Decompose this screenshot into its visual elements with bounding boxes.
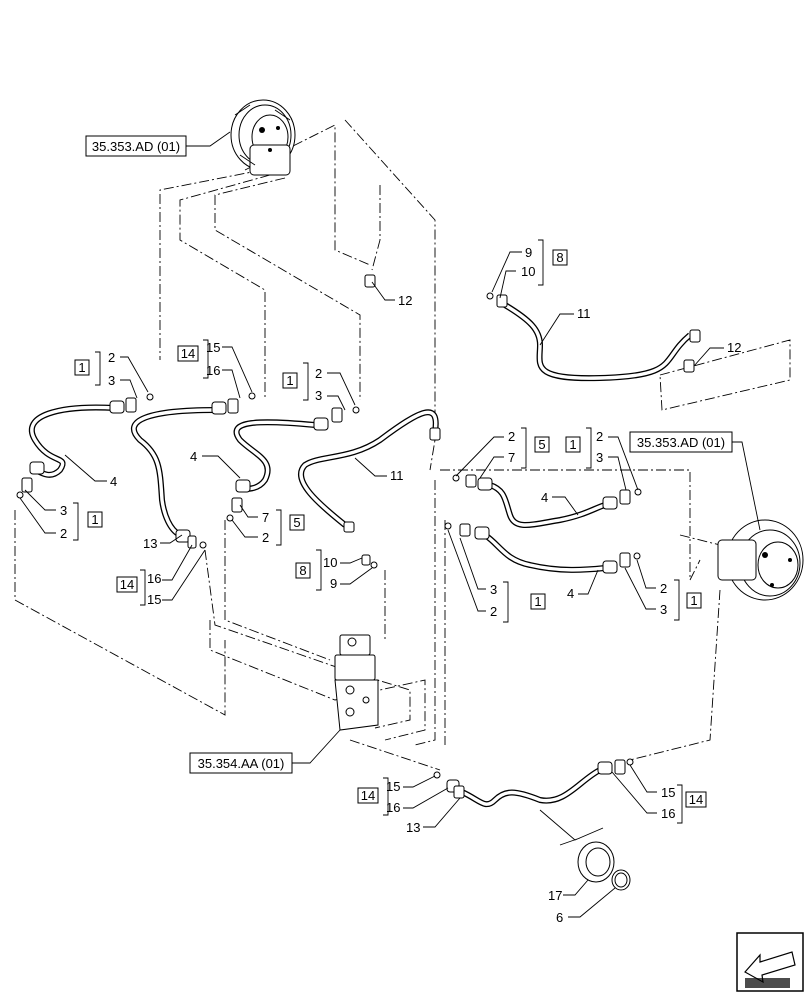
callout-number: 1: [534, 594, 541, 609]
callout-number: 15: [147, 592, 161, 607]
callout-number: 1: [286, 373, 293, 388]
callout-number: 3: [315, 388, 322, 403]
ref-valve[interactable]: 35.354.AA (01): [189, 729, 341, 774]
callout-number: 2: [315, 366, 322, 381]
callout-number: 4: [541, 490, 548, 505]
callout-number: 1: [78, 360, 85, 375]
callout-number: 16: [386, 800, 400, 815]
reference-label: 35.353.AD (01): [92, 139, 180, 154]
callout-number: 8: [556, 250, 563, 265]
reference-label: 35.353.AD (01): [637, 435, 725, 450]
callout-number: 2: [60, 526, 67, 541]
callout-number: 3: [490, 582, 497, 597]
callout-number: 15: [386, 779, 400, 794]
callout-number: 2: [490, 604, 497, 619]
callout-number: 1: [569, 437, 576, 452]
callout-number: 9: [330, 576, 337, 591]
callout-number: 3: [596, 450, 603, 465]
callout-number: 13: [143, 536, 157, 551]
callout-number: 14: [689, 792, 703, 807]
callout-number: 2: [262, 530, 269, 545]
callout-number: 11: [390, 468, 404, 483]
hoses: [28, 302, 692, 808]
callout-number: 8: [299, 563, 306, 578]
ref-motor-top[interactable]: 35.353.AD (01): [85, 131, 231, 157]
callout-number: 5: [293, 515, 300, 530]
travel-motor-top: [230, 99, 296, 176]
callout-number: 4: [190, 449, 197, 464]
callout-number: 16: [147, 571, 161, 586]
swivel-valve: [334, 634, 379, 731]
callout-number: 14: [361, 788, 375, 803]
reference-label: 35.354.AA (01): [198, 756, 285, 771]
callout-number: 15: [661, 785, 675, 800]
callout-number: 3: [660, 602, 667, 617]
callout-number: 16: [206, 363, 220, 378]
callout-number: 4: [567, 586, 574, 601]
fittings: [16, 274, 701, 799]
callout-number: 7: [508, 450, 515, 465]
callout-number: 11: [577, 306, 591, 321]
callout-number: 5: [538, 437, 545, 452]
callout-number: 7: [262, 510, 269, 525]
callout-number: 2: [508, 429, 515, 444]
callout-number: 17: [548, 888, 562, 903]
callout-number: 3: [60, 503, 67, 518]
callout-number: 16: [661, 806, 675, 821]
direction-arrow-icon: [736, 932, 804, 992]
callout-number: 13: [406, 820, 420, 835]
callout-number: 12: [727, 340, 741, 355]
callout-number: 2: [108, 350, 115, 365]
callout-number: 1: [690, 593, 697, 608]
ref-motor-right[interactable]: 35.353.AD (01): [629, 431, 761, 531]
callout-number: 4: [110, 474, 117, 489]
callout-number: 1: [91, 512, 98, 527]
routing-lines: [14, 119, 791, 771]
callout-number: 10: [323, 555, 337, 570]
callout-number: 15: [206, 340, 220, 355]
callouts: 1 2 3 14 15 16 1 2 3 12 9 10 8 11 12: [19, 239, 741, 925]
seal-rings: [539, 809, 631, 891]
callout-number: 6: [556, 910, 563, 925]
callout-number: 14: [181, 346, 195, 361]
callout-number: 12: [398, 293, 412, 308]
callout-number: 2: [596, 429, 603, 444]
callout-number: 2: [660, 581, 667, 596]
callout-number: 3: [108, 373, 115, 388]
callout-number: 9: [525, 245, 532, 260]
travel-motor-right: [717, 519, 804, 601]
callout-number: 10: [521, 264, 535, 279]
callout-number: 14: [120, 577, 134, 592]
